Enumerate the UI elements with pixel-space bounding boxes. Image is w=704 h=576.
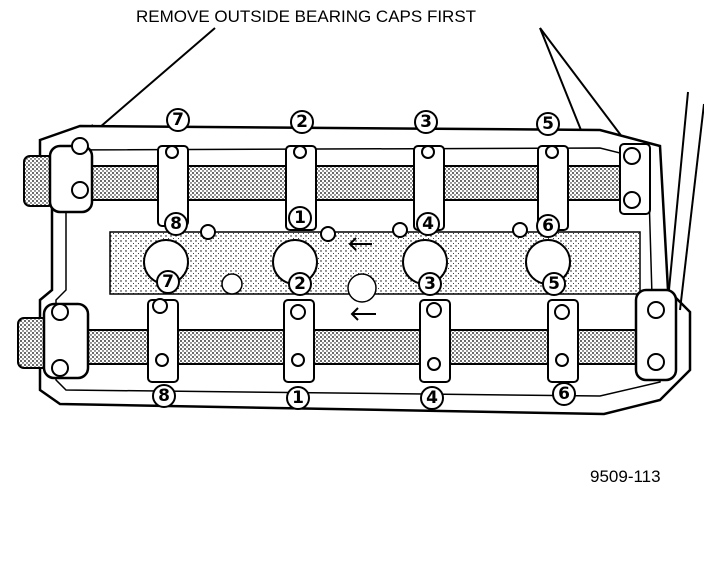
marker-number: 5	[548, 274, 560, 294]
marker-circle	[164, 212, 188, 236]
cap-bolts	[51, 137, 665, 377]
marker-number: 8	[158, 386, 170, 406]
marker-circle	[542, 272, 566, 296]
marker-number: 6	[542, 216, 554, 236]
marker-circle	[288, 272, 312, 296]
caption-text: REMOVE OUTSIDE BEARING CAPS FIRST	[136, 7, 476, 26]
marker-circle	[552, 382, 576, 406]
marker-circle	[152, 384, 176, 408]
figure-number: 9509-113	[590, 467, 661, 486]
marker-number: 1	[294, 208, 306, 228]
marker-circle	[536, 112, 560, 136]
timing-housing-lines	[667, 91, 704, 311]
marker-circle	[536, 214, 560, 238]
marker-circle	[166, 108, 190, 132]
marker-number: 7	[172, 110, 184, 130]
marker-number: 2	[294, 274, 306, 294]
upper-bottom-markers: 8 1 4 6	[164, 206, 560, 238]
marker-circle	[290, 110, 314, 134]
lower-bottom-markers: 8 1 4 6	[152, 382, 576, 410]
marker-circle	[414, 110, 438, 134]
marker-circle	[420, 386, 444, 410]
upper-top-markers: 7 2 3 5	[166, 108, 560, 136]
marker-number: 4	[422, 214, 434, 234]
marker-number: 6	[558, 384, 570, 404]
marker-number: 3	[420, 112, 432, 132]
marker-number: 7	[162, 272, 174, 292]
marker-circle	[156, 270, 180, 294]
marker-circle	[288, 206, 312, 230]
marker-circle	[286, 386, 310, 410]
direction-arrows	[348, 237, 376, 321]
marker-number: 5	[542, 114, 554, 134]
marker-circle	[416, 212, 440, 236]
marker-number: 4	[426, 388, 438, 408]
lower-top-markers: 7 2 3 5	[156, 270, 566, 296]
marker-number: 1	[292, 388, 304, 408]
marker-number: 8	[170, 214, 182, 234]
marker-circle	[418, 272, 442, 296]
marker-number: 3	[424, 274, 436, 294]
marker-number: 2	[296, 112, 308, 132]
